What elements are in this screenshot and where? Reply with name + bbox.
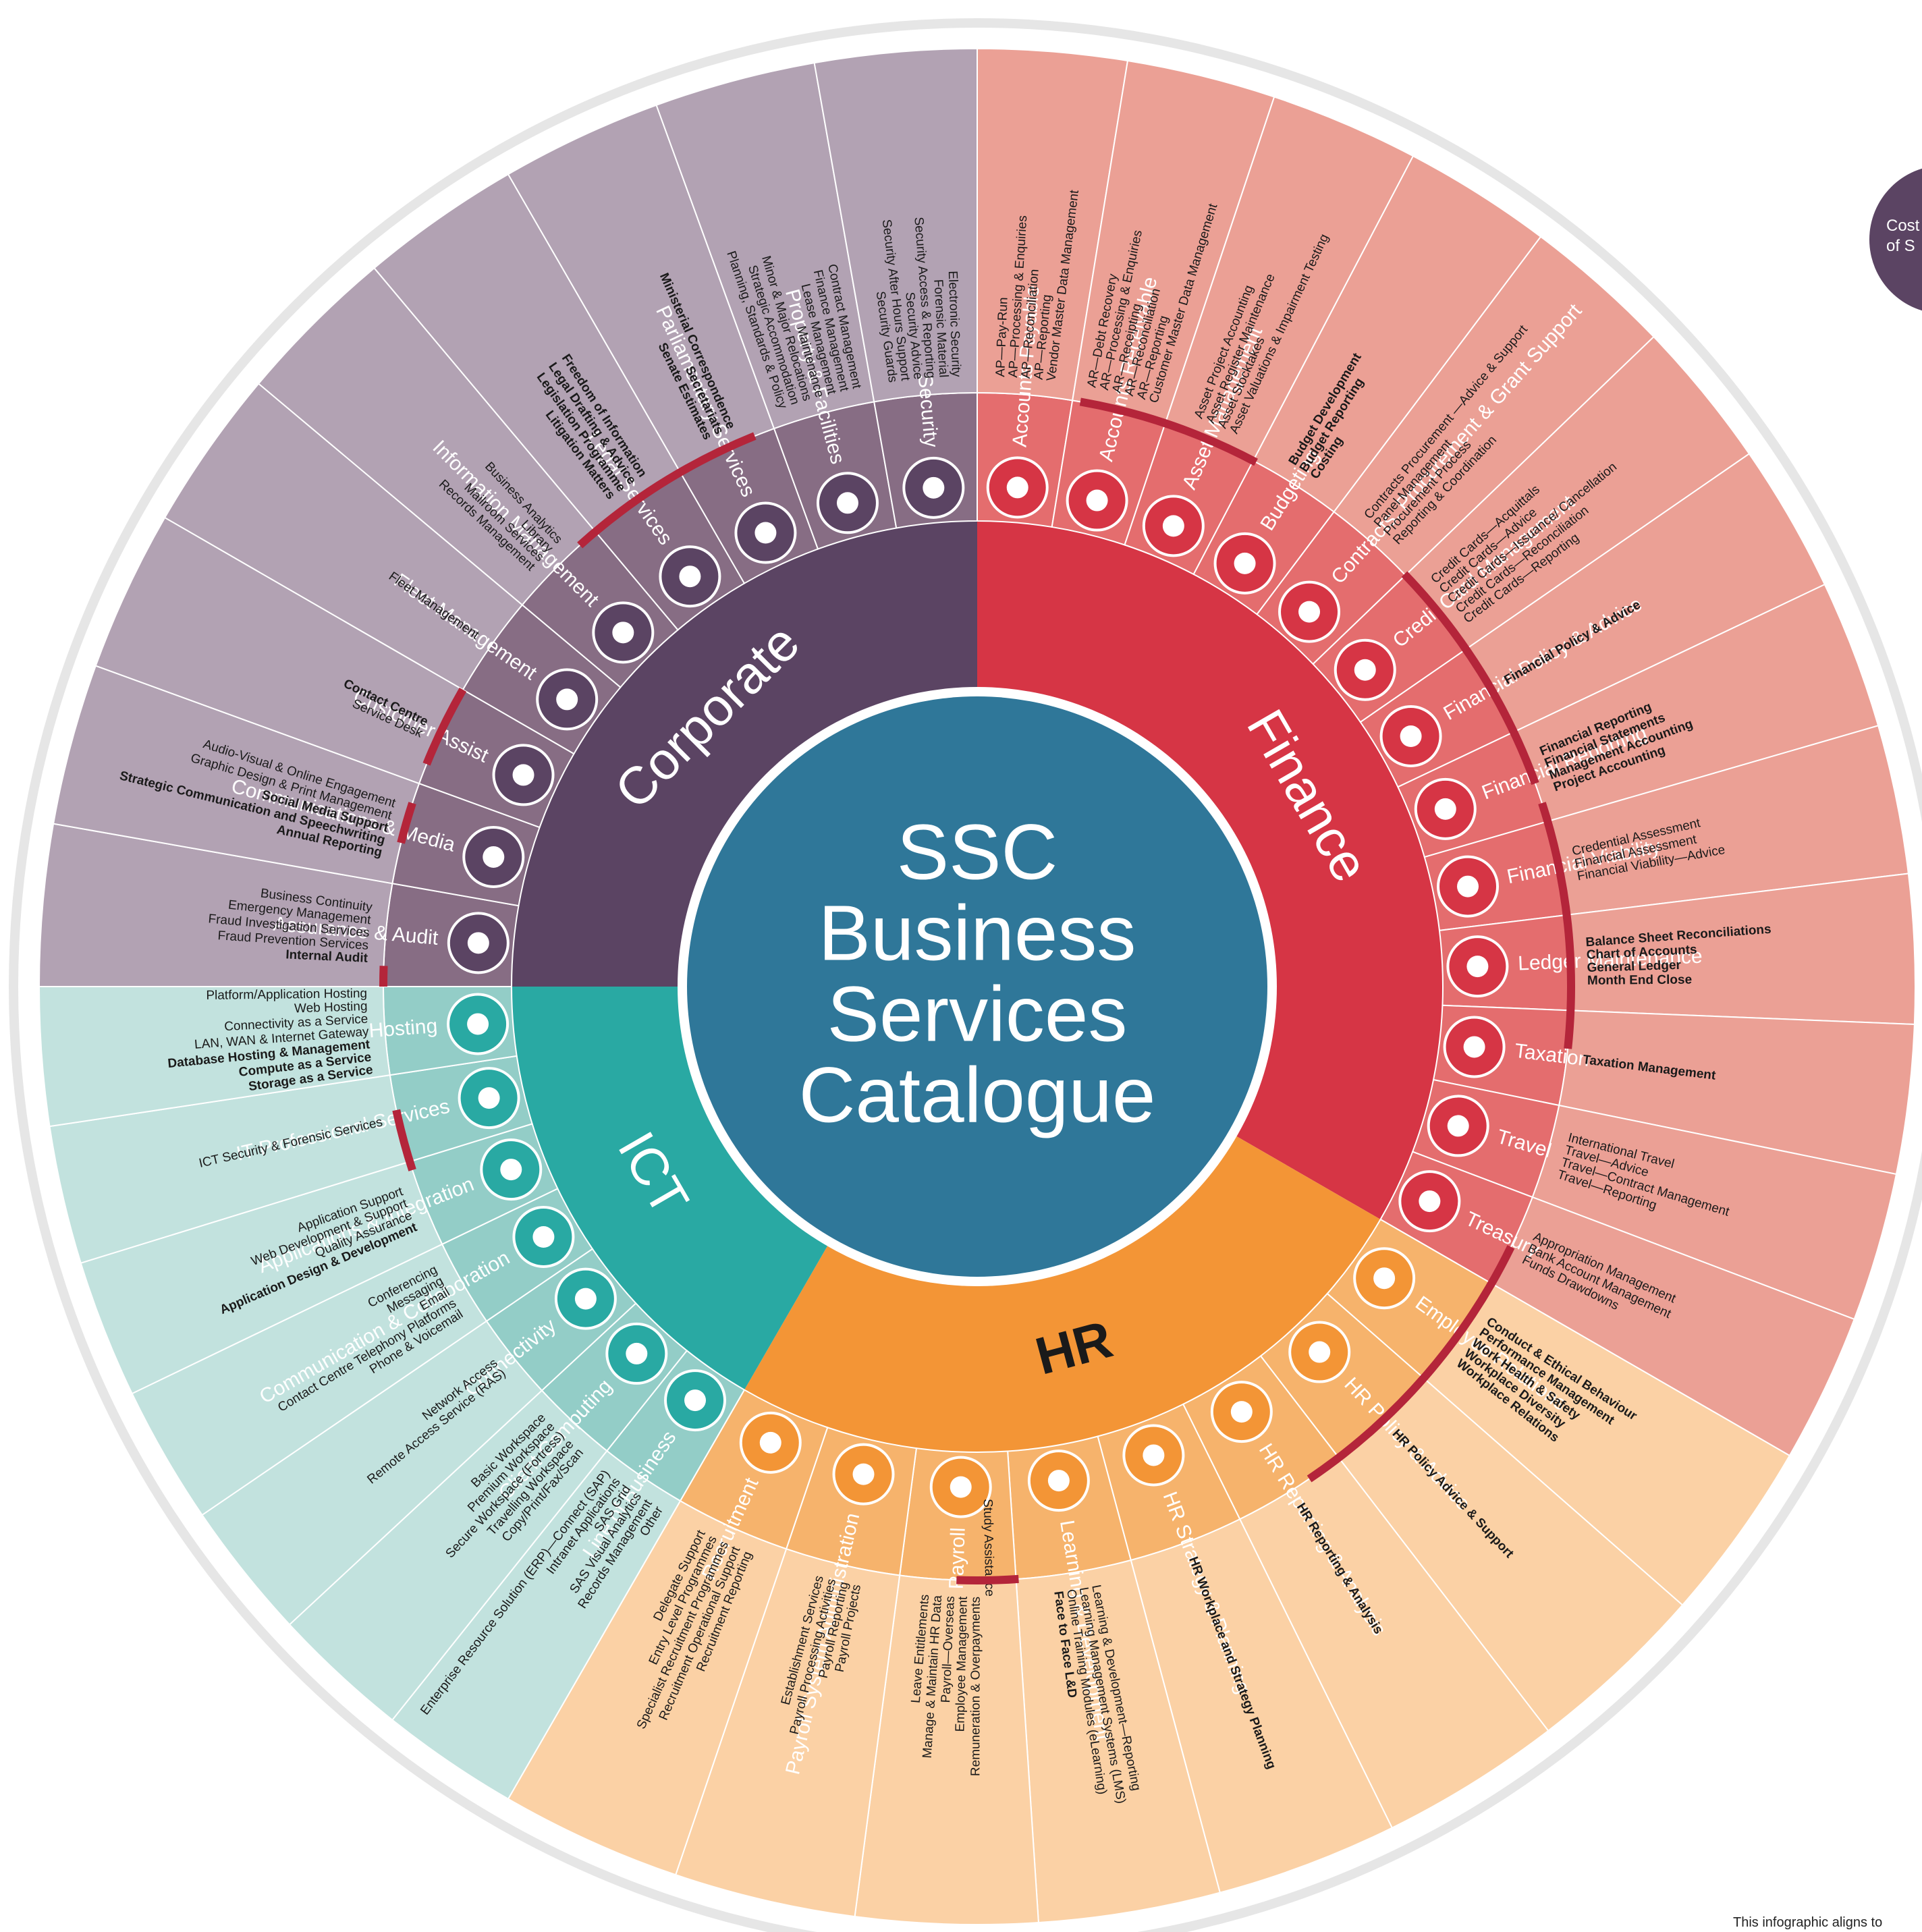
- growth-chart-icon-glyph: [1457, 875, 1479, 898]
- ledger-icon-glyph: [1466, 956, 1489, 978]
- detail-item-ict-6-0: Platform/Application Hosting: [206, 987, 367, 1003]
- title-line-2: Business: [819, 889, 1136, 977]
- info-icon-glyph: [612, 622, 634, 644]
- accent-bar-5: [956, 1574, 1019, 1584]
- contract-icon-glyph: [1298, 601, 1321, 623]
- title-line-3: Services: [827, 970, 1128, 1058]
- detail-item-hr-5-3: Employee Management: [953, 1596, 970, 1732]
- side-badge-line-2: of S: [1886, 237, 1915, 255]
- film-icon-glyph: [483, 846, 505, 868]
- accent-bar-0: [577, 432, 757, 549]
- people-cycle-icon-glyph: [1373, 1267, 1396, 1290]
- accent-bar-9: [422, 688, 467, 766]
- bank-icon-glyph: [1419, 1190, 1441, 1213]
- briefcase-icon-glyph: [679, 565, 701, 588]
- detail-item-finance-0-0: AP—Pay-Run: [993, 297, 1011, 377]
- detail-item-finance-9-2: General Ledger: [1587, 958, 1682, 975]
- gold-bars-icon-glyph: [1162, 515, 1184, 537]
- handshake-icon-glyph: [532, 1226, 555, 1248]
- detail-item-hr-5-5: Study Assistance: [981, 1499, 997, 1597]
- accent-bar-2: [1401, 571, 1539, 785]
- hr-bubble-icon-glyph: [1309, 1341, 1331, 1363]
- building-icon-glyph: [836, 492, 858, 514]
- domain-sector-ict[interactable]: [512, 987, 832, 1390]
- calculator-icon-glyph: [1234, 552, 1256, 574]
- payroll-icon-glyph: [950, 1476, 972, 1498]
- recruit-icon-glyph: [759, 1431, 781, 1454]
- laptop-icon-glyph: [626, 1342, 648, 1364]
- accent-bar-7: [397, 802, 416, 844]
- detail-item-ict-6-1: Web Hosting: [294, 999, 368, 1016]
- detail-item-finance-9-3: Month End Close: [1587, 973, 1692, 988]
- phone-icon-glyph: [512, 764, 534, 786]
- refresh-icon-glyph: [574, 1288, 597, 1310]
- domain-sector-corporate[interactable]: [512, 521, 977, 987]
- speech-dollar-icon-glyph: [1400, 725, 1422, 747]
- reader-icon-glyph: [1047, 1470, 1070, 1492]
- plane-icon-glyph: [1447, 1115, 1469, 1137]
- car-icon-glyph: [556, 688, 578, 711]
- accent-bar-1: [1079, 397, 1258, 466]
- domain-sector-finance[interactable]: [977, 521, 1443, 1219]
- outer-ring: [9, 18, 1922, 1932]
- accent-bar-6: [392, 1109, 416, 1171]
- home-icon-glyph: [467, 1013, 489, 1035]
- service-label-ict-6: Hosting: [368, 1015, 438, 1043]
- wallet-icon-glyph: [1354, 659, 1376, 681]
- accent-bars: [379, 397, 1575, 1584]
- title-line-4: Catalogue: [799, 1051, 1156, 1139]
- thumbs-up-icon-glyph: [467, 932, 489, 954]
- magnifier-person-icon-glyph: [1230, 1401, 1253, 1423]
- shield-gear-icon-glyph: [478, 1087, 500, 1109]
- dollar-icon-glyph: [1006, 476, 1028, 499]
- center-disc: [687, 696, 1267, 1277]
- detail-sector-ict-6: [38, 986, 391, 1128]
- flag-icon-glyph: [754, 522, 777, 544]
- report-icon-glyph: [1434, 798, 1456, 820]
- envelope-dollar-icon-glyph: [1086, 489, 1108, 512]
- org-chart-icon-glyph: [684, 1389, 707, 1412]
- domain-sector-hr[interactable]: [744, 1132, 1381, 1452]
- detail-item-hr-5-4: Remuneration & Overpayments: [968, 1597, 983, 1776]
- title-line-1: SSC: [897, 808, 1058, 896]
- pencil-icon-glyph: [852, 1463, 875, 1485]
- tablet-icon-glyph: [500, 1159, 522, 1181]
- bar-chart-icon-glyph: [1143, 1444, 1165, 1466]
- calendar-icon-glyph: [1463, 1036, 1485, 1058]
- lock-icon-glyph: [923, 476, 945, 499]
- accent-bar-8: [379, 966, 388, 987]
- footnote: This infographic aligns to: [1733, 1915, 1883, 1930]
- accent-bar-3: [1538, 802, 1575, 1049]
